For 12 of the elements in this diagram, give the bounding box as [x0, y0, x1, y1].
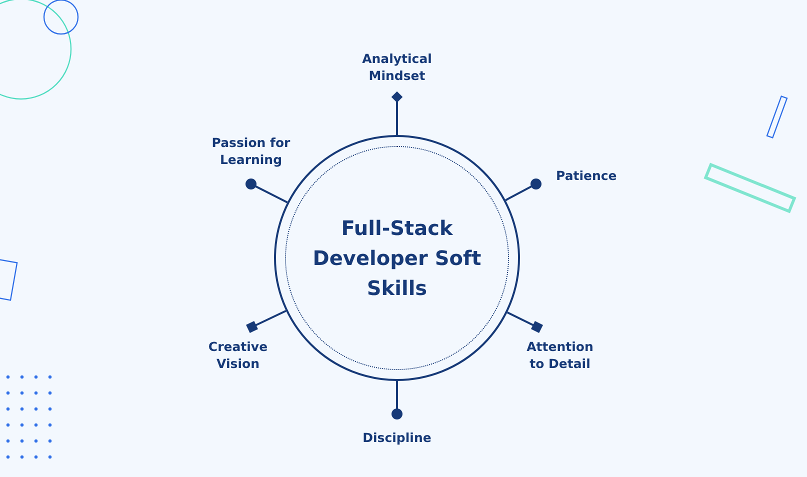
connector-line — [246, 310, 286, 333]
skill-label: Patience — [556, 166, 617, 184]
skill-label: Creative Vision — [207, 338, 269, 372]
connector-line — [391, 91, 403, 135]
skill-label: Passion for Learning — [211, 134, 291, 168]
skill-label: Analytical Mindset — [361, 50, 433, 84]
connector-line — [246, 178, 288, 204]
connector-line — [392, 381, 402, 420]
central-title: Full-Stack Developer Soft Skills — [312, 215, 482, 302]
connector-line — [506, 311, 544, 334]
skill-label: Discipline — [362, 429, 432, 446]
skill-label: Attention to Detail — [526, 338, 594, 372]
